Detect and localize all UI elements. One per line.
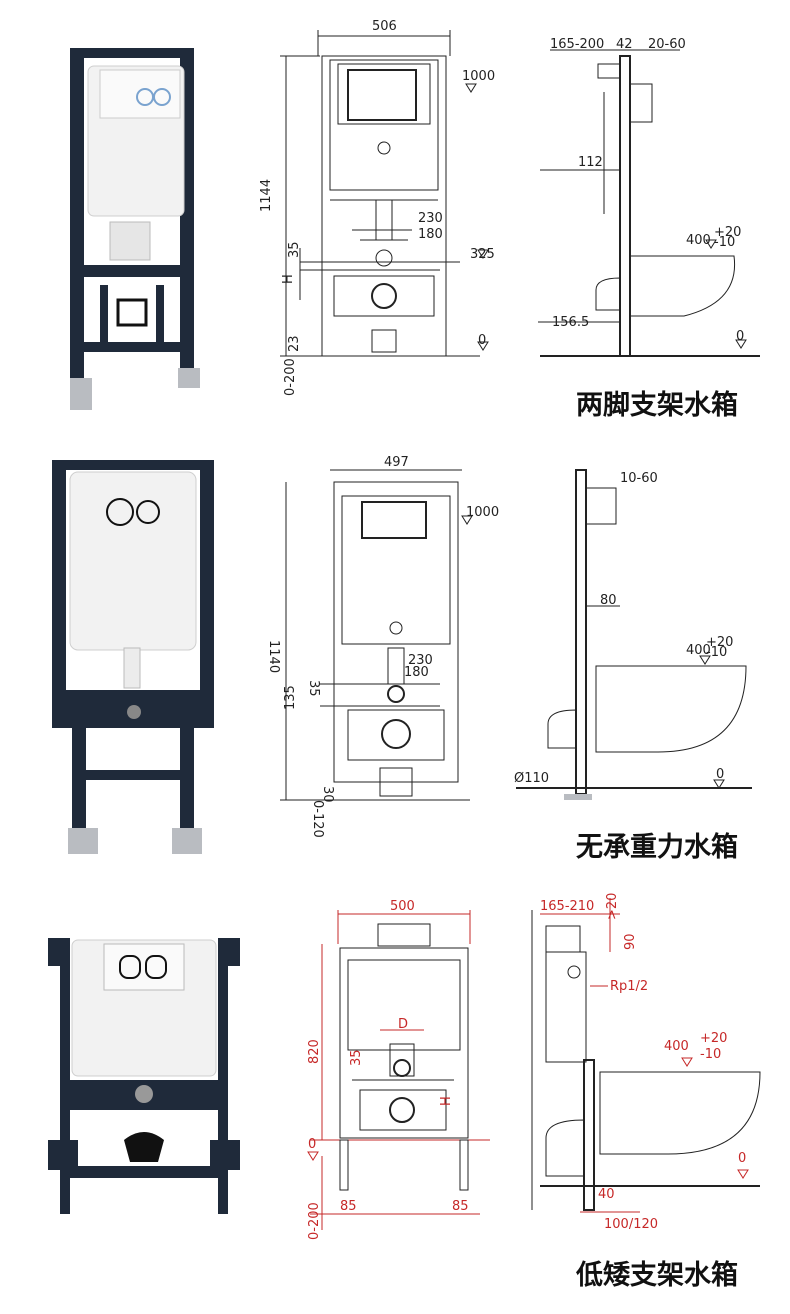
side-drawing-2 <box>516 469 752 800</box>
side-dim-5: 400 <box>686 233 711 248</box>
dim-23: 23 <box>287 335 302 352</box>
side-dim-2: 42 <box>616 37 633 52</box>
dim2-180: 180 <box>404 665 429 680</box>
side3-dim-3: 90 <box>623 933 638 950</box>
dim2-135: 135 <box>283 685 298 710</box>
dim-adjust: 0-200 <box>283 358 298 396</box>
side3-dim-5: 400 <box>664 1039 689 1054</box>
caption-1: 两脚支架水箱 <box>576 389 738 421</box>
side2-tol-down: -10 <box>706 645 727 660</box>
dim-325: 325 <box>470 247 495 262</box>
side-tol-down: -10 <box>714 235 735 250</box>
front-drawing-3 <box>307 910 490 1230</box>
dim-180: 180 <box>418 227 443 242</box>
dim-flush: 1000 <box>462 69 495 84</box>
dim2-230: 230 <box>408 653 433 668</box>
side-drawing-3 <box>531 898 761 1213</box>
side-dim-zero: 0 <box>736 329 744 344</box>
front-drawing-1 <box>280 30 489 357</box>
dim2-flush: 1000 <box>466 505 499 520</box>
side-dim-4: 112 <box>578 155 603 170</box>
dim3-width: 500 <box>390 899 415 914</box>
side3-dim-zero: 0 <box>738 1151 746 1166</box>
photo-two-leg-frame <box>70 48 200 410</box>
dim-width: 506 <box>372 19 397 34</box>
dim3-foot2: 85 <box>452 1199 469 1214</box>
side3-dim-6: 40 <box>598 1187 615 1202</box>
front-drawing-2 <box>280 469 473 801</box>
side2-dim-1: 10-60 <box>620 471 658 486</box>
side3-dim-4: Rp1/2 <box>610 979 648 994</box>
side-tol-up: +20 <box>714 225 741 240</box>
dim-230: 230 <box>418 211 443 226</box>
dim2-35: 35 <box>306 680 321 697</box>
side3-tol-up: +20 <box>700 1031 727 1046</box>
dim-35: 35 <box>287 241 302 258</box>
side2-dim-5: 400 <box>686 643 711 658</box>
dim2-width: 497 <box>384 455 409 470</box>
dim3-d: D <box>398 1017 408 1032</box>
dim3-zero: 0 <box>308 1137 316 1152</box>
dim2-30: 30 <box>320 786 335 803</box>
dim3-adjust: 0-200 <box>307 1202 322 1240</box>
dim3-height: 820 <box>307 1039 322 1064</box>
side3-tol-down: -10 <box>700 1047 721 1062</box>
side3-dim-7: 100/120 <box>604 1217 658 1232</box>
caption-3: 低矮支架水箱 <box>575 1259 738 1291</box>
dim-h: H <box>281 274 296 284</box>
dim-zero: 0 <box>478 333 486 348</box>
side2-dim-zero: 0 <box>716 767 724 782</box>
caption-2: 无承重力水箱 <box>576 831 738 863</box>
side3-dim-1: 165-210 <box>540 899 594 914</box>
side-dim-3: 20-60 <box>648 37 686 52</box>
side-dim-6: 156.5 <box>552 315 589 330</box>
side-dim-1: 165-200 <box>550 37 604 52</box>
dim3-35: 35 <box>349 1049 364 1066</box>
dim2-adjust: 0-120 <box>310 800 325 838</box>
side2-tol-up: +20 <box>706 635 733 650</box>
side3-dim-2: >20 <box>605 893 620 920</box>
photo-low-frame <box>48 938 240 1214</box>
dim2-height: 1140 <box>266 640 281 673</box>
dim3-h: H <box>439 1096 454 1106</box>
dim-height: 1144 <box>259 179 274 212</box>
dim3-foot1: 85 <box>340 1199 357 1214</box>
side2-dim-6: Ø110 <box>514 771 549 786</box>
photo-no-load-frame <box>52 460 214 854</box>
side2-dim-2: 80 <box>600 593 617 608</box>
side-drawing-1 <box>538 49 760 357</box>
